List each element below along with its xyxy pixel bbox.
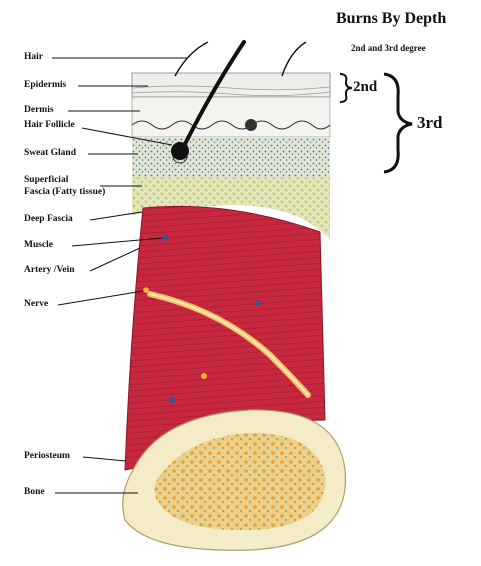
label-muscle: Muscle [24, 240, 53, 251]
hair-follicle-bulb [171, 142, 189, 160]
nerve-dot [143, 287, 149, 293]
label-hair: Hair [24, 52, 43, 63]
hair-strand [175, 42, 208, 76]
third-degree-label: 3rd [417, 113, 443, 133]
page-title: Burns By Depth [336, 10, 446, 28]
second-degree-label: 2nd [353, 79, 377, 96]
label-epidermis: Epidermis [24, 80, 66, 91]
label-artery-vein: Artery /Vein [24, 265, 75, 276]
vessel-dot [169, 397, 175, 403]
nerve-dot [201, 373, 207, 379]
epidermis-layer [132, 73, 330, 97]
leader-line-artery-vein [90, 248, 140, 271]
vessel-dot [162, 235, 168, 241]
label-deep-fascia: Deep Fascia [24, 214, 73, 225]
label-sweat-gland: Sweat Gland [24, 148, 76, 159]
leader-line-periosteum [83, 457, 126, 461]
label-dermis: Dermis [24, 105, 54, 116]
label-superficial: Superficial [24, 175, 68, 186]
leader-line-deep-fascia [90, 212, 142, 220]
label-nerve: Nerve [24, 299, 48, 310]
third-degree-brace [384, 74, 412, 172]
page-subtitle: 2nd and 3rd degree [351, 43, 426, 53]
vessel-dot [255, 300, 261, 306]
label-fascia-fatty-tissue: Fascia (Fatty tissue) [24, 187, 105, 198]
sweat-gland [245, 119, 257, 131]
dermis-layer [132, 97, 330, 137]
label-bone: Bone [24, 487, 45, 498]
leader-line-nerve [58, 291, 143, 305]
label-hair-follicle: Hair Follicle [24, 120, 75, 131]
label-periosteum: Periosteum [24, 451, 70, 462]
hair-strand [282, 42, 306, 76]
second-degree-brace [340, 74, 352, 102]
